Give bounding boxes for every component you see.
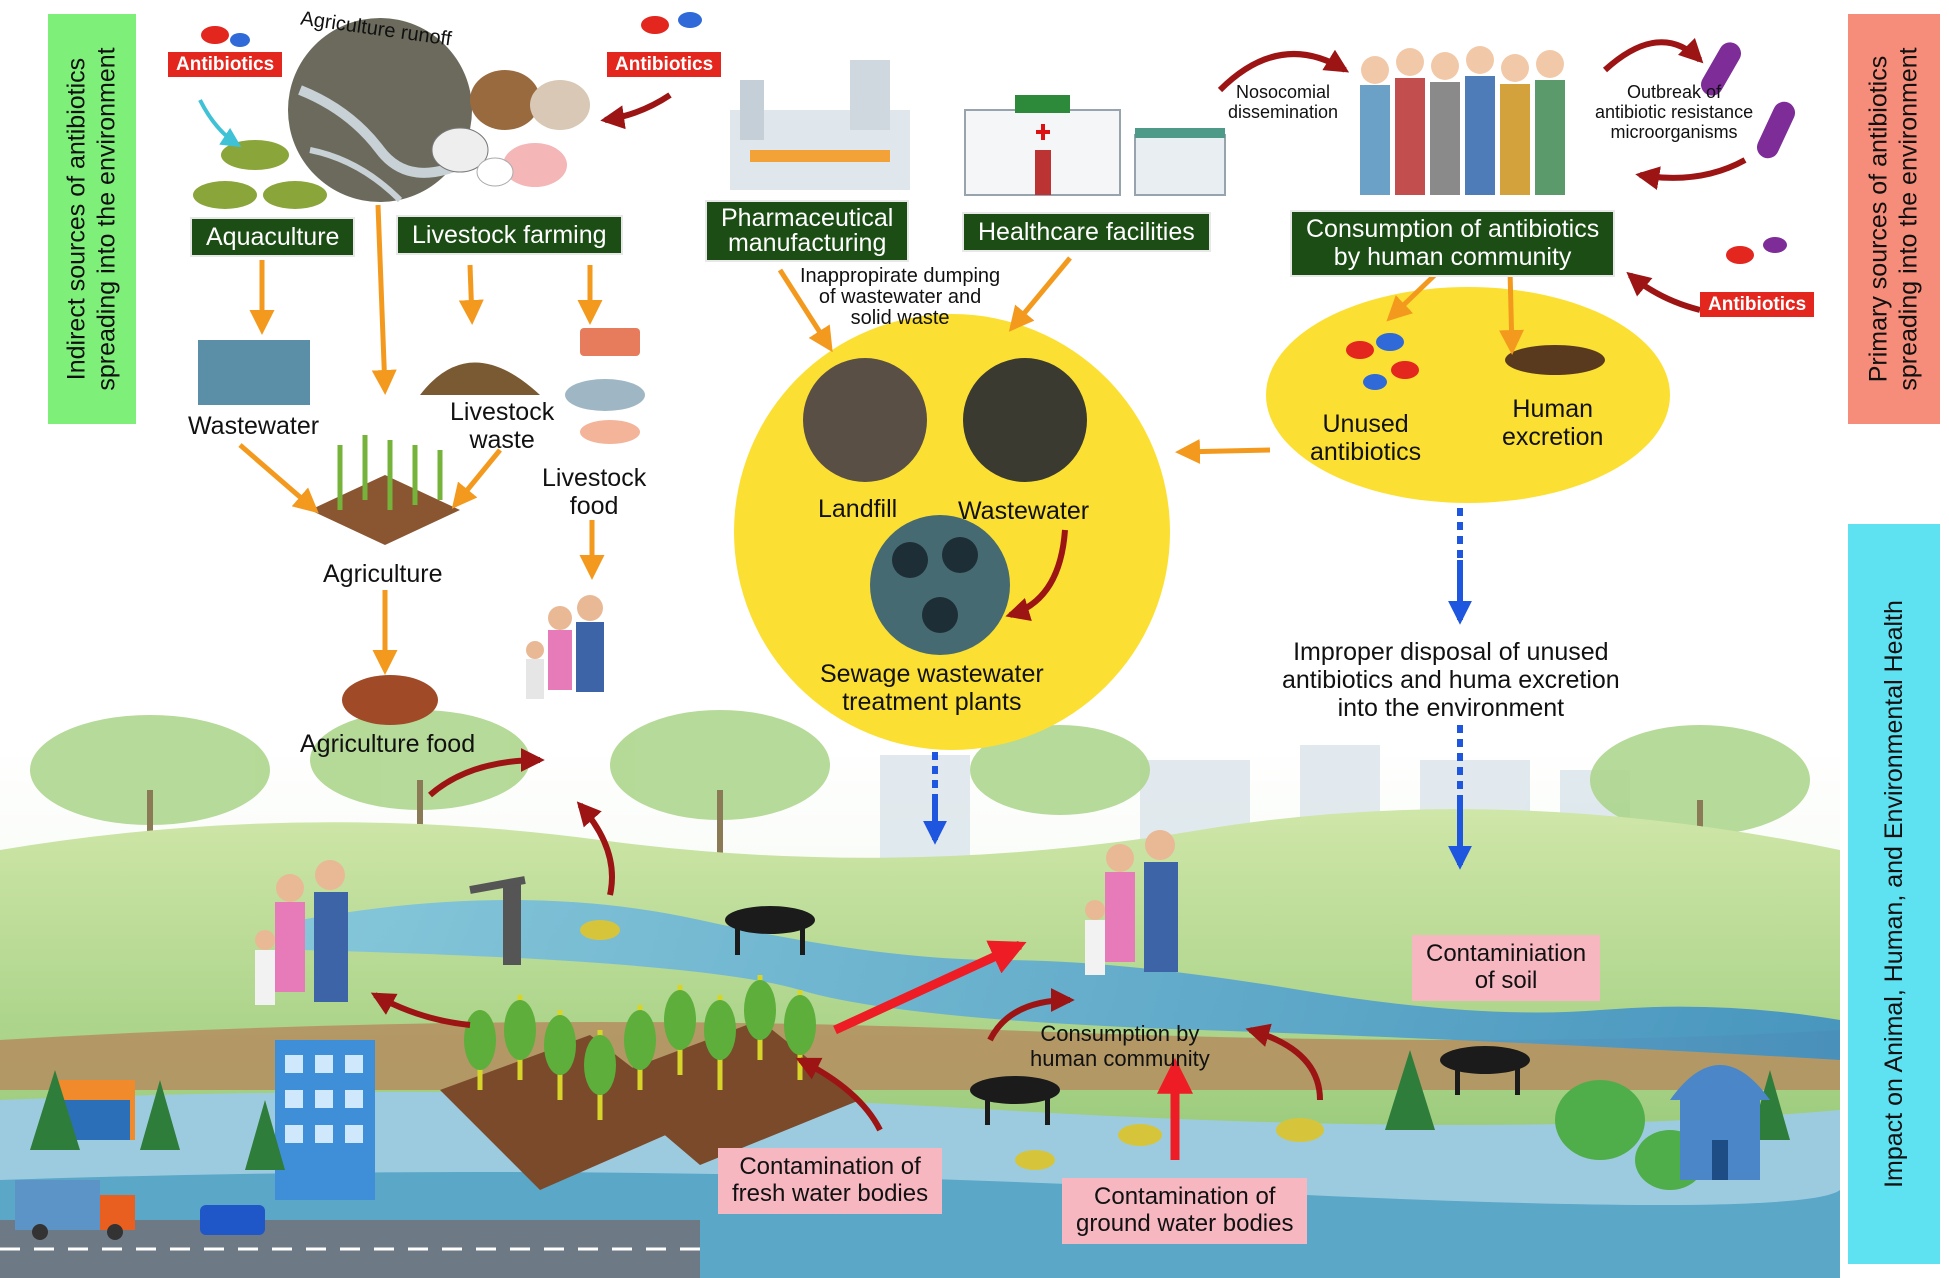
groundwater-contamination-box: Contamination of ground water bodies [1062,1178,1308,1244]
antibiotics-tag: Antibiotics [168,52,283,78]
wastewater-pond [198,340,310,405]
unused-antibiotics-label: Unused antibiotics [1310,410,1422,466]
impact-label: Impact on Animal, Human, and Environment… [1880,600,1908,1188]
family-icons [255,595,1178,1005]
primary-sources-label: Primary sources of antibiotics spreading… [1865,47,1923,391]
consumption-antibiotics-box: Consumption of antibiotics by human comm… [1290,210,1616,277]
pharmaceutical-box: Pharmaceutical manufacturing [705,200,910,262]
orange-arrows [238,204,1524,675]
landfill-photo [803,358,927,482]
livestock-food-label: Livestock food [542,464,647,520]
blue-arrows [923,508,1472,870]
agriculture-food-label: Agriculture food [300,730,476,758]
sewage-plant-label: Sewage wastewater treatment plants [820,660,1044,716]
landscape [0,710,1840,1278]
dumping-label: Inappropirate dumping of wastewater and … [800,265,1001,329]
agriculture-label: Agriculture [323,560,443,588]
consumption-community-label: Consumption by human community [1030,1021,1210,1071]
sewage-plant-photo [870,515,1010,655]
deer-group [725,906,1530,1125]
improper-disposal-label: Improper disposal of unused antibiotics … [1282,638,1620,722]
healthcare-box: Healthcare facilities [962,212,1211,252]
crop-fields [440,975,860,1190]
excretion-icon [1505,345,1605,375]
manure-icon [420,362,540,395]
impact-panel [1848,524,1940,1264]
primary-panel [1848,14,1940,424]
hospital-icon [964,95,1226,196]
nosocomial-label: Nosocomial dissemination [1228,82,1339,123]
pill-icons [201,12,1787,264]
wastewater-site-label: Wastewater [958,497,1090,525]
wastewater-label: Wastewater [188,412,320,440]
livestock-farming-box: Livestock farming [396,215,623,255]
aquaculture-box: Aquaculture [190,217,356,257]
fish-icons [193,140,327,209]
livestock-icons [431,70,590,187]
landfill-label: Landfill [818,495,898,523]
antibiotics-tag: Antibiotics [607,52,722,78]
agriculture-field-icon [310,435,460,545]
freshwater-contamination-box: Contamination of fresh water bodies [718,1148,943,1214]
indirect-panel [48,14,136,424]
livestock-waste-label: Livestock waste [450,398,555,454]
human-excretion-label: Human excretion [1502,395,1604,451]
red-arrows [833,940,1193,1160]
soil-contamination-box: Contaminiation of soil [1412,935,1601,1001]
unused-pills-icon [1346,333,1419,390]
outbreak-label: Outbreak of antibiotic resistance microo… [1595,82,1754,143]
meat-fish-icons [565,328,645,444]
wastewater-photo [963,358,1087,482]
disposal-circle [1266,287,1670,503]
darkred-arrows [370,37,1747,1132]
antibiotics-tag: Antibiotics [1700,292,1815,318]
crowd-icon [1360,46,1565,195]
agriculture-food-icon [342,675,438,725]
indirect-sources-label: Indirect sources of antibiotics spreadin… [63,47,121,391]
factory-icon [730,60,910,190]
bacteria-icons [1701,42,1796,159]
